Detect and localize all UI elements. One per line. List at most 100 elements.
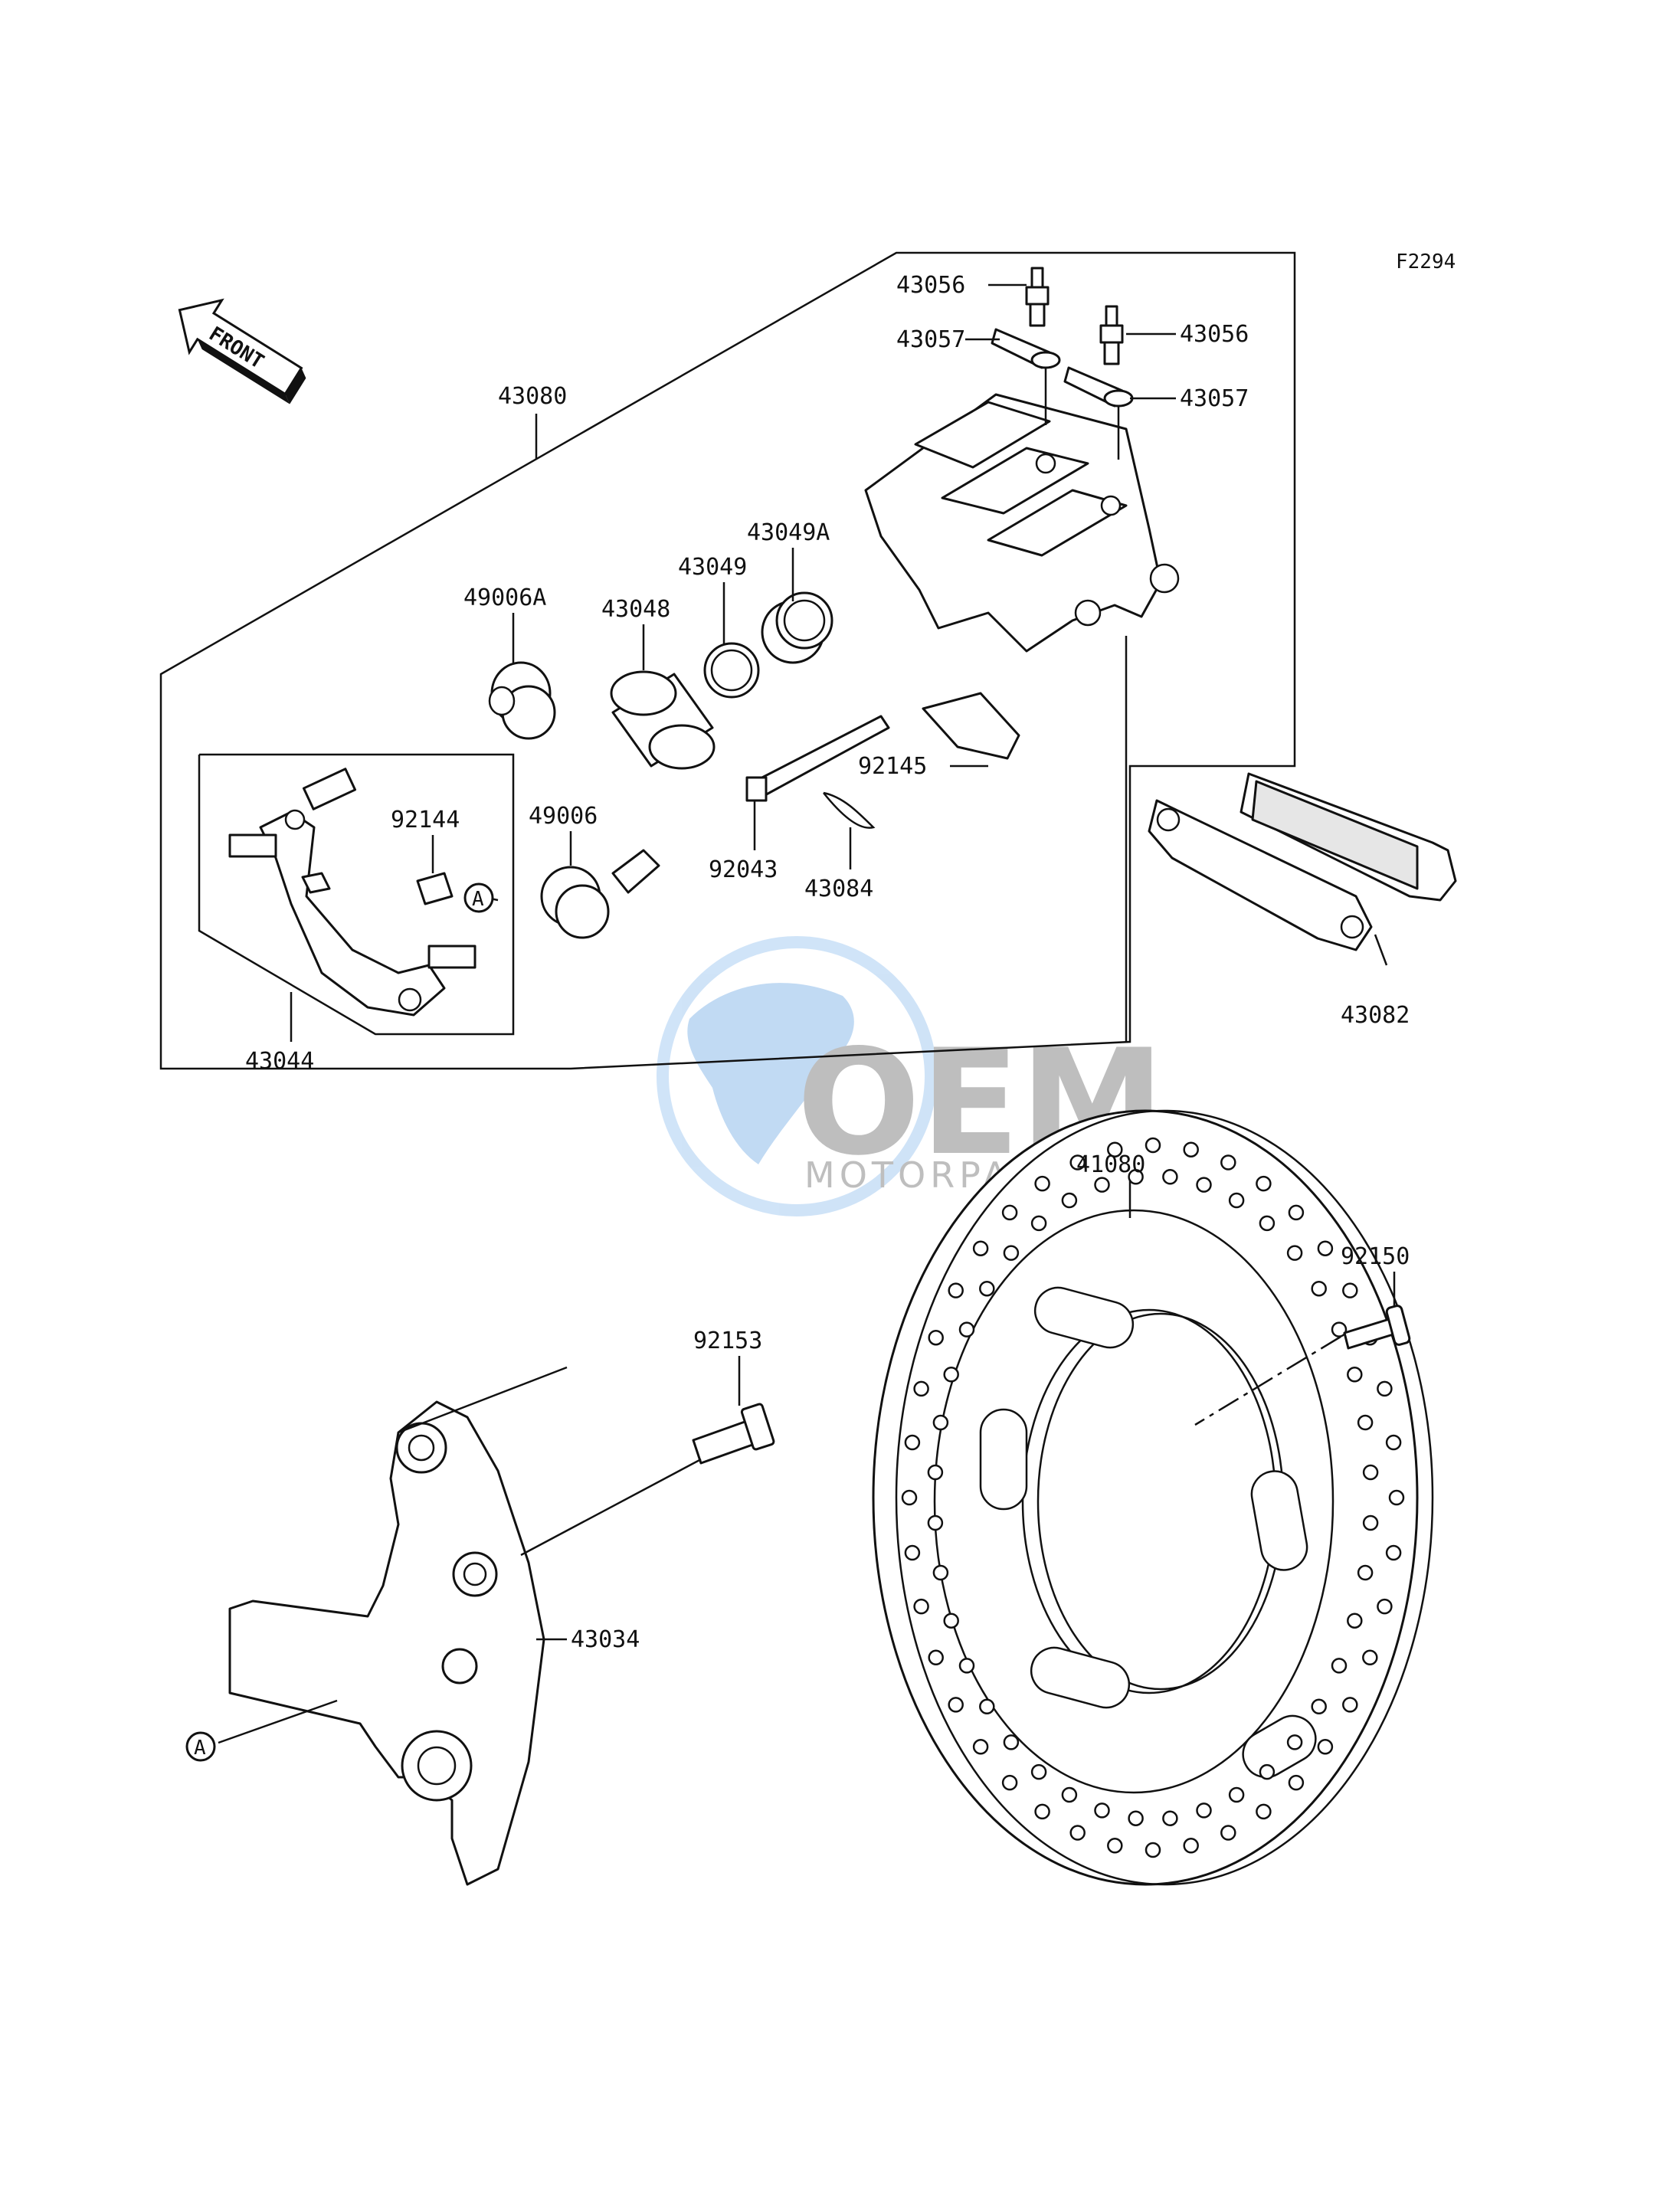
disc-vent-hole — [1030, 1215, 1047, 1232]
disc-vent-hole — [1094, 1802, 1110, 1819]
disc-vent-hole — [1003, 1245, 1020, 1261]
piston-seal-43049A — [761, 591, 833, 664]
disc-vent-holes — [901, 1137, 1405, 1858]
disc-vent-hole — [1362, 1649, 1378, 1666]
piston-seal-43049 — [703, 642, 760, 699]
label-43034: 43034 — [571, 1626, 640, 1653]
svg-text:A: A — [194, 1737, 206, 1760]
bracket-outline — [198, 753, 515, 1036]
disc-vent-hole — [1128, 1810, 1144, 1826]
pin-clip-43084 — [823, 791, 876, 829]
pad-retainer-92144 — [416, 872, 454, 905]
disc-vent-hole — [1094, 1177, 1110, 1193]
disc-vent-hole — [1347, 1367, 1363, 1383]
disc-vent-hole — [1311, 1280, 1327, 1297]
disc-vent-hole — [1061, 1192, 1078, 1209]
disc-vent-hole — [1001, 1204, 1018, 1221]
disc-vent-hole — [943, 1367, 959, 1383]
brake-pads-43082 — [1148, 772, 1457, 951]
disc-vent-hole — [1331, 1658, 1348, 1674]
label-43049A: 43049A — [747, 519, 830, 546]
label-43082: 43082 — [1341, 1002, 1410, 1029]
pad-pin-92043 — [745, 715, 890, 802]
disc-vent-hole — [1001, 1774, 1018, 1791]
disc-vent-hole — [1228, 1786, 1245, 1803]
label-49006: 49006 — [529, 803, 598, 830]
disc-vent-hole — [1228, 1192, 1245, 1209]
disc-vent-hole — [1286, 1245, 1303, 1261]
disc-vent-hole — [1256, 1803, 1272, 1820]
disc-vent-hole — [958, 1658, 975, 1674]
disc-vent-hole — [1220, 1154, 1236, 1171]
disc-vent-hole — [1183, 1838, 1199, 1854]
disc-vent-hole — [1385, 1434, 1402, 1451]
disc-vent-hole — [1317, 1240, 1334, 1256]
disc-vent-hole — [1385, 1544, 1402, 1561]
disc-vent-hole — [927, 1464, 944, 1481]
disc-vent-hole — [1286, 1734, 1303, 1750]
disc-vent-hole — [1259, 1215, 1276, 1232]
disc-vent-hole — [904, 1544, 921, 1561]
disc-vent-hole — [1311, 1698, 1327, 1715]
label-43057-b: 43057 — [1180, 385, 1249, 412]
mounting-bracket-43034 — [228, 1400, 545, 1886]
brake-disc-41080 — [872, 1109, 1434, 1886]
disc-vent-hole — [1107, 1141, 1123, 1157]
bracket-bolt-92153 — [692, 1403, 775, 1465]
disc-vent-hole — [948, 1282, 964, 1298]
disc-vent-hole — [943, 1613, 959, 1629]
label-43048: 43048 — [601, 596, 670, 623]
watermark-globe-icon — [657, 936, 937, 1216]
disc-vent-hole — [1331, 1321, 1348, 1338]
disc-vent-hole — [928, 1649, 944, 1666]
disc-vent-hole — [1034, 1803, 1050, 1820]
disc-vent-hole — [932, 1414, 949, 1431]
disc-vent-hole — [901, 1489, 918, 1506]
disc-vent-hole — [1377, 1380, 1393, 1397]
disc-vent-hole — [972, 1739, 989, 1755]
disc-vent-hole — [1069, 1154, 1086, 1171]
disc-vent-hole — [904, 1434, 921, 1451]
disc-vent-hole — [1220, 1825, 1236, 1841]
caliper-assembly-outline — [159, 251, 1296, 1070]
disc-vent-hole — [979, 1280, 995, 1297]
label-43080: 43080 — [498, 383, 567, 410]
label-41080: 41080 — [1076, 1151, 1145, 1178]
disc-vent-hole — [1342, 1697, 1358, 1713]
figure-code: F2294 — [1396, 250, 1456, 273]
piston-43048 — [610, 670, 716, 770]
label-43049: 43049 — [678, 554, 747, 581]
ref-marker-a-2: A — [185, 1731, 216, 1762]
boot-49006A — [488, 661, 556, 740]
disc-vent-hole — [1003, 1734, 1020, 1750]
disc-vent-hole — [1196, 1177, 1212, 1193]
bleeder-cap-2 — [1063, 366, 1134, 408]
disc-vent-hole — [1317, 1739, 1334, 1755]
disc-vent-hole — [1030, 1763, 1047, 1780]
label-92144: 92144 — [391, 807, 460, 833]
leader-lines — [218, 283, 1396, 1744]
disc-vent-hole — [1145, 1137, 1161, 1154]
disc-vent-hole — [958, 1321, 975, 1338]
disc-vent-hole — [1034, 1175, 1050, 1192]
disc-vent-hole — [1183, 1141, 1199, 1157]
disc-vent-hole — [1162, 1810, 1178, 1826]
disc-vent-hole — [1357, 1564, 1374, 1581]
pad-spring-92145 — [922, 692, 1020, 760]
disc-vent-hole — [1288, 1774, 1305, 1791]
label-92153: 92153 — [693, 1328, 762, 1354]
ref-marker-a-1: A — [463, 882, 494, 913]
label-43044: 43044 — [245, 1048, 314, 1075]
front-arrow-icon: FRONT — [178, 298, 306, 404]
disc-vent-hole — [1347, 1613, 1363, 1629]
disc-vent-hole — [1342, 1282, 1358, 1298]
disc-vent-hole — [1256, 1175, 1272, 1192]
label-43056-a: 43056 — [896, 272, 965, 299]
disc-vent-hole — [932, 1564, 949, 1581]
disc-vent-hole — [1288, 1204, 1305, 1221]
disc-vent-hole — [1162, 1169, 1178, 1185]
bleeder-cap-1 — [991, 328, 1061, 369]
label-43056-b: 43056 — [1180, 321, 1249, 348]
